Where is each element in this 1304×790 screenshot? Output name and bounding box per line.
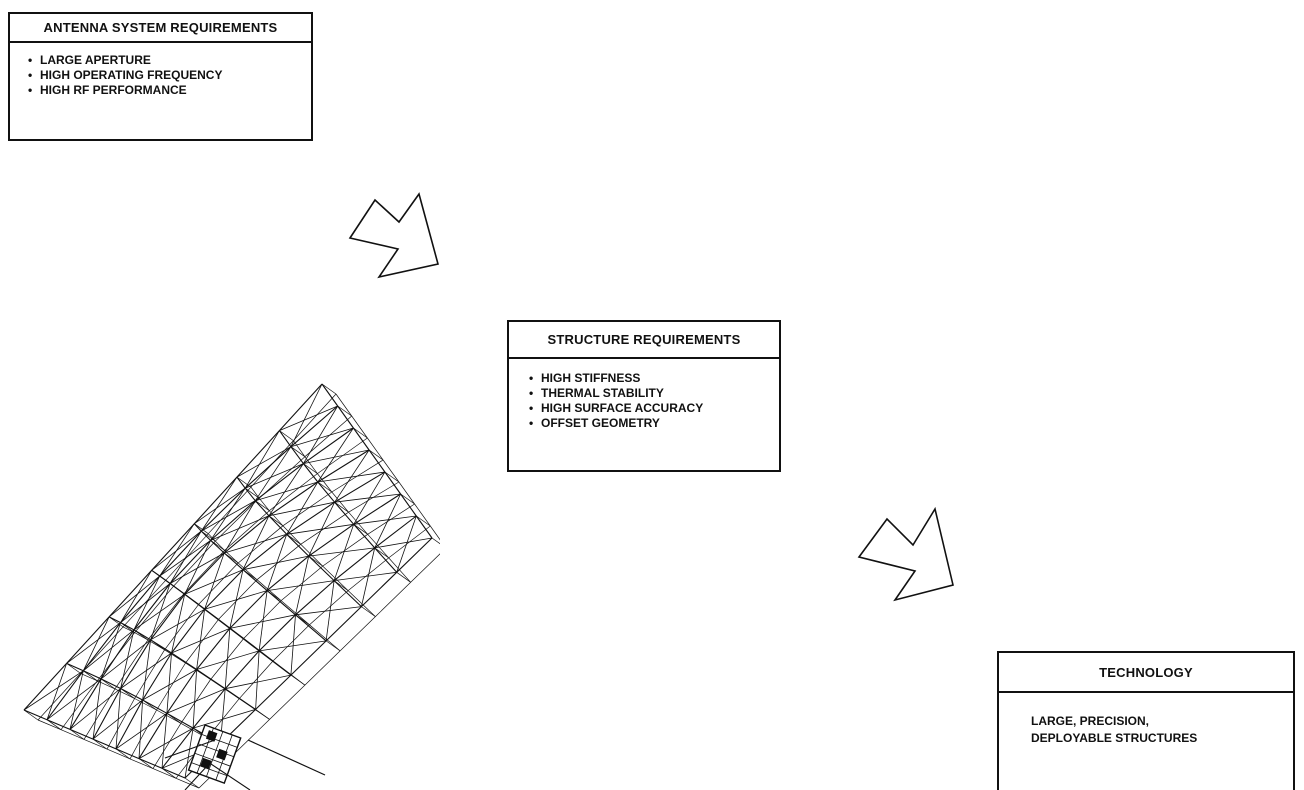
list-item: •HIGH STIFFNESS (529, 371, 641, 385)
technology-line: LARGE, PRECISION, (1031, 714, 1150, 728)
flow-arrow-icon (348, 192, 439, 279)
antenna-system-requirements-box: ANTENNA SYSTEM REQUIREMENTS •LARGE APERT… (8, 12, 313, 141)
bullet-icon: • (28, 53, 33, 67)
list-item: •HIGH OPERATING FREQUENCY (28, 68, 223, 82)
technology-description: LARGE, PRECISION, DEPLOYABLE STRUCTURES (999, 693, 1293, 747)
bullet-icon: • (529, 371, 534, 385)
bullet-icon: • (529, 401, 534, 415)
list-item: •OFFSET GEOMETRY (529, 416, 660, 430)
bullet-icon: • (529, 386, 534, 400)
flow-arrow-icon (857, 506, 954, 602)
bullet-icon: • (529, 416, 534, 430)
list-item: •LARGE APERTURE (28, 53, 151, 67)
antenna-truss-illustration (23, 383, 440, 790)
technology-box: TECHNOLOGY LARGE, PRECISION, DEPLOYABLE … (997, 651, 1295, 790)
bullet-icon: • (28, 68, 33, 82)
antenna-requirements-list: •LARGE APERTURE •HIGH OPERATING FREQUENC… (10, 43, 311, 108)
antenna-box-title: ANTENNA SYSTEM REQUIREMENTS (10, 14, 311, 43)
bullet-icon: • (28, 83, 33, 97)
list-item: •THERMAL STABILITY (529, 386, 664, 400)
technology-line: DEPLOYABLE STRUCTURES (1031, 731, 1198, 745)
structure-box-title: STRUCTURE REQUIREMENTS (509, 322, 779, 359)
list-item: •HIGH RF PERFORMANCE (28, 83, 187, 97)
structure-requirements-list: •HIGH STIFFNESS •THERMAL STABILITY •HIGH… (509, 359, 779, 441)
list-item: •HIGH SURFACE ACCURACY (529, 401, 704, 415)
technology-box-title: TECHNOLOGY (999, 653, 1293, 693)
structure-requirements-box: STRUCTURE REQUIREMENTS •HIGH STIFFNESS •… (507, 320, 781, 472)
